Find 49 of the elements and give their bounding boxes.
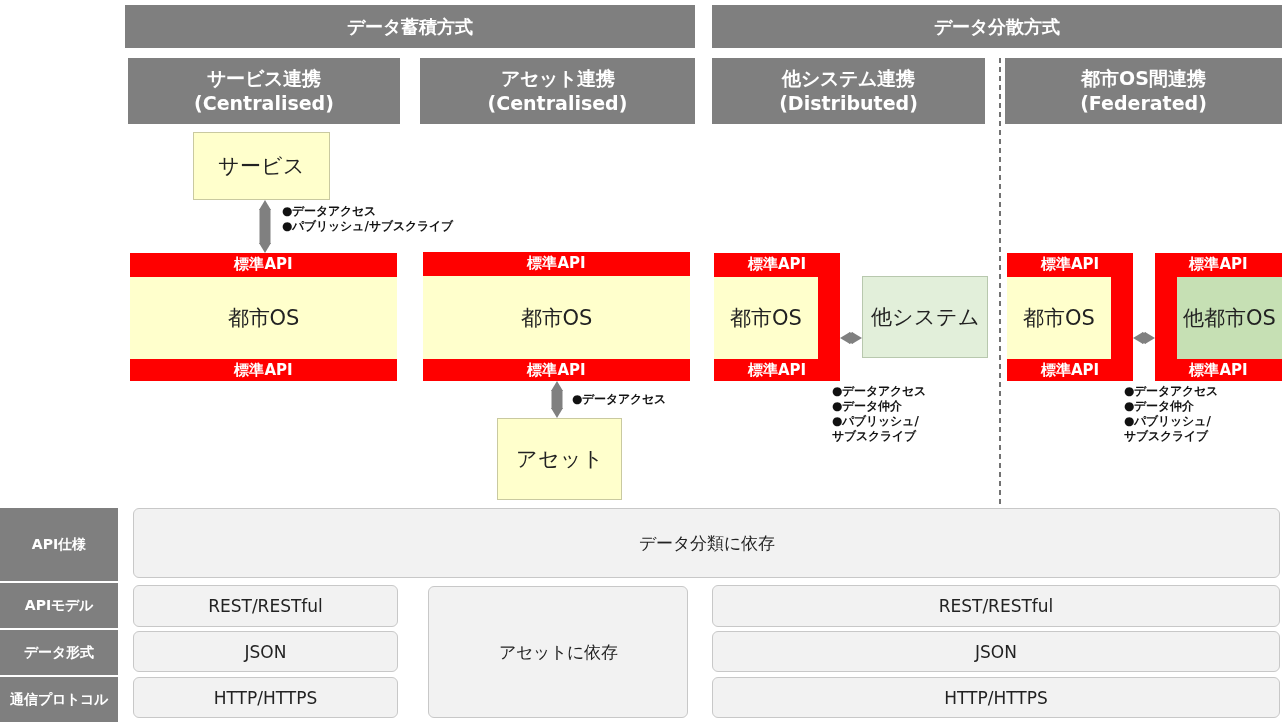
table-cell: アセットに依存	[428, 586, 688, 718]
city-os-box: 都市OS	[423, 276, 690, 359]
header-band: データ蓄積方式	[125, 5, 695, 48]
api-frame	[714, 253, 840, 381]
double-arrow	[259, 200, 271, 253]
api-label: 標準API	[1039, 361, 1101, 380]
row-header: 通信プロトコル	[0, 677, 118, 722]
city-os-box: 都市OS	[1007, 277, 1111, 359]
asset-box: アセット	[497, 418, 622, 500]
api-label: 標準API	[1188, 255, 1249, 274]
city-os-box: 都市OS	[130, 277, 397, 359]
table-cell: JSON	[712, 631, 1280, 672]
table-cell: REST/RESTful	[712, 585, 1280, 627]
city-os-box: 都市OS	[714, 277, 818, 359]
edge-label: ●データアクセス ●データ仲介 ●パブリッシュ/サブスクライブ	[832, 384, 928, 444]
edge-label: ●データアクセス	[572, 392, 668, 407]
api-label: 標準API	[526, 254, 587, 273]
double-arrow	[1133, 332, 1155, 344]
api-label: 標準API	[233, 255, 294, 274]
double-arrow	[551, 381, 563, 418]
table-cell: JSON	[133, 631, 398, 672]
edge-label: ●データアクセス ●データ仲介 ●パブリッシュ/サブスクライブ	[1124, 384, 1220, 444]
table-cell: REST/RESTful	[133, 585, 398, 627]
table-cell: データ分類に依存	[133, 508, 1280, 578]
row-header: データ形式	[0, 630, 118, 675]
api-frame	[130, 253, 397, 381]
row-header: APIモデル	[0, 583, 118, 628]
api-label: 標準API	[1039, 255, 1101, 274]
table-cell: HTTP/HTTPS	[133, 677, 398, 718]
api-label: 標準API	[1188, 361, 1249, 380]
api-frame	[1007, 253, 1133, 381]
column-header: 他システム連携 (Distributed)	[712, 58, 985, 124]
service-box: サービス	[193, 132, 330, 200]
api-frame	[423, 252, 690, 381]
api-label: 標準API	[746, 361, 808, 380]
double-arrow	[840, 332, 862, 344]
column-header: 都市OS間連携 (Federated)	[1005, 58, 1282, 124]
api-label: 標準API	[233, 361, 294, 380]
column-header: サービス連携 (Centralised)	[128, 58, 400, 124]
table-cell: HTTP/HTTPS	[712, 677, 1280, 718]
edge-label: ●データアクセス ●パブリッシュ/サブスクライブ	[282, 204, 455, 234]
row-header: API仕様	[0, 508, 118, 581]
api-label: 標準API	[746, 255, 808, 274]
column-header: アセット連携 (Centralised)	[420, 58, 695, 124]
api-label: 標準API	[526, 361, 587, 380]
system-box: 他システム	[862, 276, 988, 358]
api-frame	[1155, 253, 1282, 381]
city-os-box: 他都市OS	[1177, 277, 1282, 359]
header-band: データ分散方式	[712, 5, 1282, 48]
